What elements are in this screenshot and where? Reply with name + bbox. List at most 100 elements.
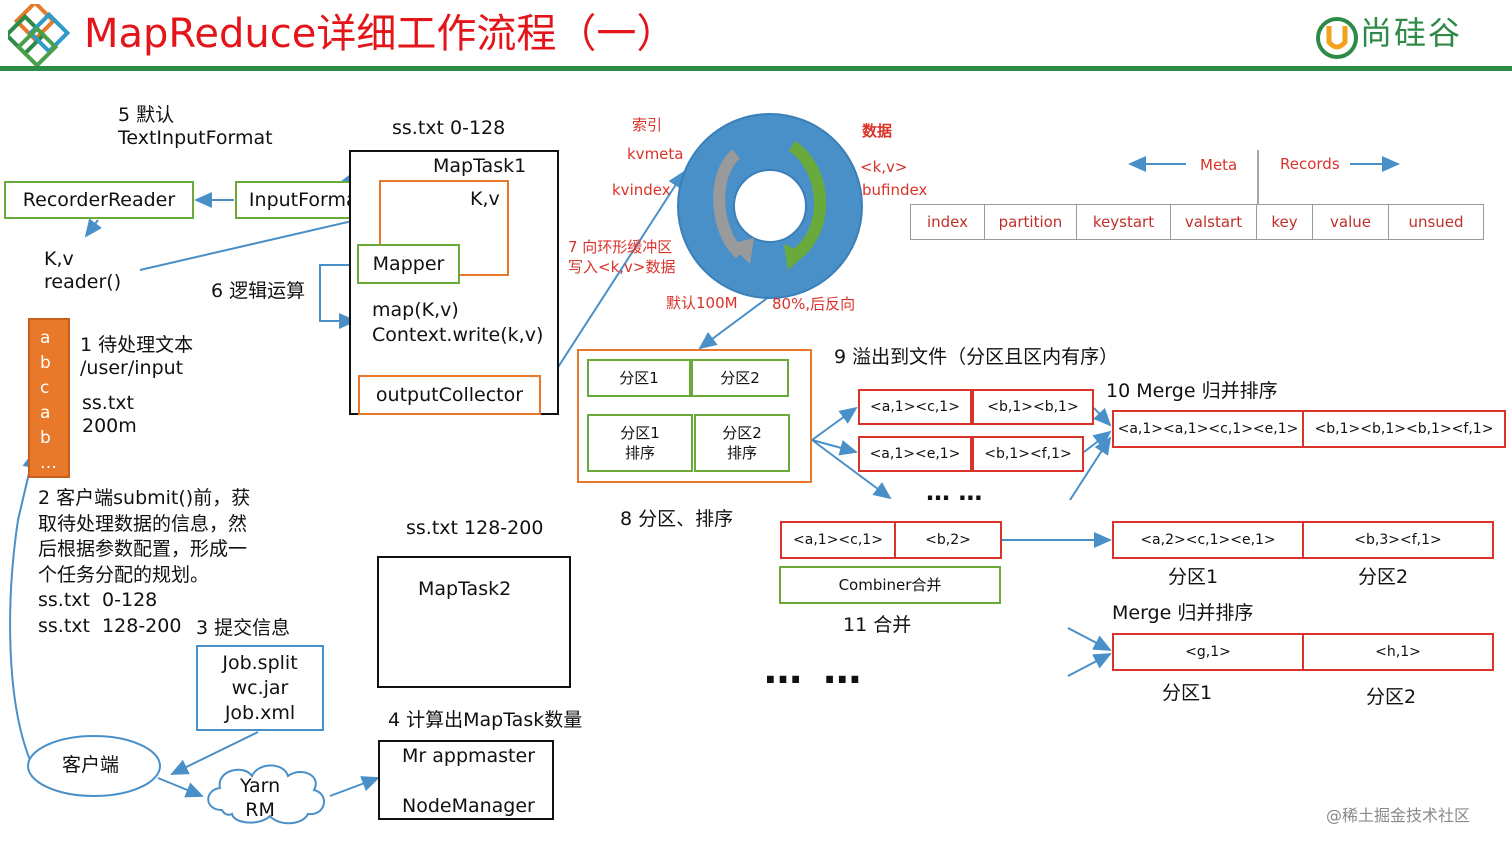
split2-label: ss.txt 128-200 <box>406 517 544 539</box>
step2-label: 2 客户端submit()前，获 取待处理数据的信息，然 后根据参数配置，形成一… <box>38 487 251 637</box>
ring-kv-label: <k,v> <box>860 158 908 176</box>
appmaster-box <box>378 740 554 820</box>
meta-cell-valstart: valstart <box>1171 205 1257 239</box>
meta-cell-index: index <box>911 205 985 239</box>
step6-label: 6 逻辑运算 <box>211 280 306 302</box>
brand-logo-icon <box>1316 17 1358 59</box>
merged-b-box: <b,1><b,1><b,1><f,1> <box>1302 410 1506 448</box>
map-code-label: map(K,v) Context.write(k,v) <box>372 299 544 346</box>
spill-dots: … … <box>926 478 983 506</box>
comb-out-a-box: <a,2><c,1><e,1> <box>1112 521 1304 559</box>
ring-index-label: 索引 <box>632 116 663 134</box>
output-collector-label: outputCollector <box>375 383 524 406</box>
job-files-box: Job.split wc.jar Job.xml <box>196 645 324 731</box>
mapper-label: Mapper <box>372 252 445 275</box>
step5-label: 5 默认 TextInputFormat <box>118 104 273 149</box>
merged-b-label: <b,1><b,1><b,1><f,1> <box>1314 420 1494 437</box>
comb-b-label: <b,2> <box>925 531 971 548</box>
step9-label: 9 溢出到文件（分区且区内有序） <box>834 346 1119 368</box>
g1-label: <g,1> <box>1185 643 1231 660</box>
ring-bufindex-label: bufindex <box>862 181 928 199</box>
partition2-sort-label: 分区2 排序 <box>722 424 762 462</box>
partition2-label: 分区2 <box>720 369 760 387</box>
partition1-caption-2: 分区1 <box>1162 682 1213 704</box>
comb-a-box: <a,1><c,1> <box>780 521 896 559</box>
comb-a-label: <a,1><c,1> <box>793 531 883 548</box>
step10-label: 10 Merge 归并排序 <box>1106 380 1278 402</box>
partition1-label: 分区1 <box>619 369 659 387</box>
recorder-reader-box: RecorderReader <box>4 181 194 219</box>
maptask1-label: MapTask1 <box>433 155 527 177</box>
merged-a-label: <a,1><a,1><c,1><e,1> <box>1117 420 1299 437</box>
meta-cell-keystart: keystart <box>1077 205 1171 239</box>
comb-out-b-box: <b,3><f,1> <box>1302 521 1494 559</box>
kv-label: K,v <box>470 188 500 210</box>
partition2-sort-box: 分区2 排序 <box>694 414 790 472</box>
header-divider <box>0 66 1512 71</box>
watermark: @稀土掘金技术社区 <box>1326 806 1471 825</box>
merge-label: Merge 归并排序 <box>1112 602 1254 624</box>
maptask2-box <box>377 556 571 688</box>
step3-label: 3 提交信息 <box>196 617 291 639</box>
brand-name: 尚硅谷 <box>1360 14 1463 52</box>
spill-a1-box: <a,1><c,1> <box>858 389 972 425</box>
client-label: 客户端 <box>62 754 120 776</box>
combiner-box: Combiner合并 <box>779 566 1001 604</box>
partition1-sort-box: 分区1 排序 <box>587 414 693 472</box>
ring-data-label: 数据 <box>862 122 893 140</box>
kv-reader-label: K,v reader() <box>44 248 122 293</box>
step1-label: 1 待处理文本 /user/input <box>80 334 194 379</box>
maptask2-label: MapTask2 <box>418 578 512 600</box>
h1-box: <h,1> <box>1302 633 1494 671</box>
file-chars: a b c a b … <box>40 328 57 473</box>
spill-a2-box: <a,1><e,1> <box>858 436 972 472</box>
meta-records-table: index partition keystart valstart key va… <box>910 204 1484 240</box>
partition1-caption: 分区1 <box>1168 566 1219 588</box>
ring-kvmeta-label: kvmeta <box>627 145 684 163</box>
input-format-label: InputFormat <box>248 188 366 211</box>
yarn-cloud-icon <box>207 764 325 825</box>
partition1-box: 分区1 <box>587 359 691 397</box>
spill-b1-box: <b,1><b,1> <box>972 389 1094 425</box>
step8-label: 8 分区、排序 <box>620 508 734 530</box>
partition1-sort-label: 分区1 排序 <box>620 424 660 462</box>
record-cell-unsued: unsued <box>1408 213 1464 231</box>
recorder-reader-label: RecorderReader <box>22 188 176 211</box>
h1-label: <h,1> <box>1375 643 1421 660</box>
job-files-label: Job.split wc.jar Job.xml <box>222 651 298 724</box>
spill-a2-label: <a,1><e,1> <box>869 445 961 462</box>
comb-b-box: <b,2> <box>894 521 1002 559</box>
g1-box: <g,1> <box>1112 633 1304 671</box>
meta-label: Meta <box>1200 156 1238 174</box>
appmaster-label: Mr appmaster NodeManager <box>402 745 536 817</box>
record-cell-key: key <box>1257 205 1313 239</box>
partition2-box: 分区2 <box>691 359 789 397</box>
comb-out-a-label: <a,2><c,1><e,1> <box>1140 531 1276 548</box>
records-label: Records <box>1280 155 1340 173</box>
step7-label: 7 向环形缓冲区 写入<k,v>数据 <box>568 238 676 276</box>
client-ellipse <box>27 735 161 797</box>
partition2-caption: 分区2 <box>1358 566 1409 588</box>
merged-a-box: <a,1><a,1><c,1><e,1> <box>1112 410 1304 448</box>
partition2-caption-2: 分区2 <box>1366 686 1417 708</box>
file-info-label: ss.txt 200m <box>82 392 137 437</box>
mapper-box: Mapper <box>357 244 460 284</box>
yarn-label: Yarn RM <box>240 775 281 821</box>
comb-out-b-label: <b,3><f,1> <box>1354 531 1442 548</box>
split1-label: ss.txt 0-128 <box>392 117 506 139</box>
spill-80-label: 80%,后反向 <box>772 295 856 313</box>
file-block: a b c a b … <box>28 318 70 478</box>
spill-b1-label: <b,1><b,1> <box>987 398 1079 415</box>
meta-cell-partition: partition <box>985 205 1077 239</box>
step4-label: 4 计算出MapTask数量 <box>388 709 583 731</box>
record-cell-value: value <box>1313 205 1389 239</box>
output-collector-box: outputCollector <box>358 375 541 415</box>
page-title: MapReduce详细工作流程（一） <box>84 11 677 57</box>
spill-a1-label: <a,1><c,1> <box>870 398 960 415</box>
logo-diamonds-icon <box>8 4 71 68</box>
spill-b2-label: <b,1><f,1> <box>984 445 1072 462</box>
ring-buffer <box>677 113 863 299</box>
ring-kvindex-label: kvindex <box>612 181 671 199</box>
spill-b2-box: <b,1><f,1> <box>972 436 1084 472</box>
